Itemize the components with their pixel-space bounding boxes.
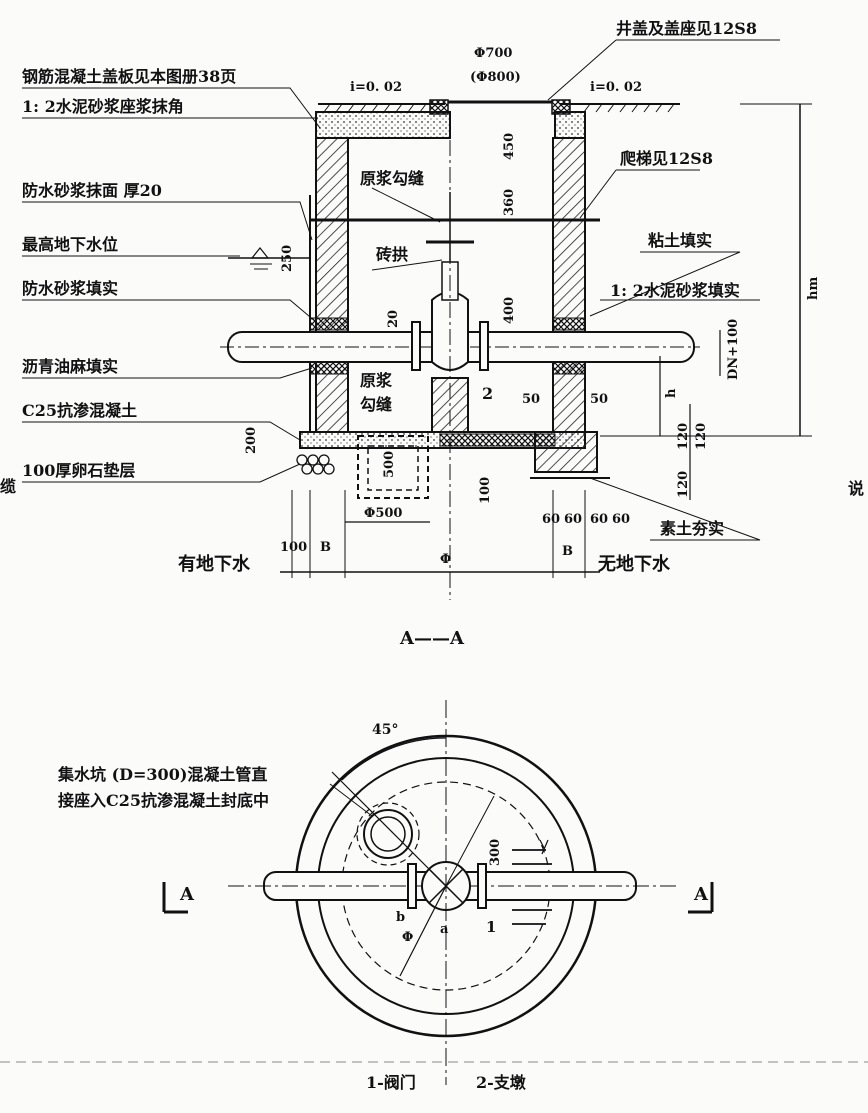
label-brick-arch: 砖拱 xyxy=(376,245,409,264)
plan-dim-300: 300 xyxy=(488,838,503,866)
dim-50-left: 50 xyxy=(522,392,541,407)
legend-support: 2-支墩 xyxy=(476,1073,526,1092)
label-clay-fill: 粘土填实 xyxy=(648,231,713,250)
label-c25-concrete: C25抗渗混凝土 xyxy=(22,401,138,420)
marker-2: 2 xyxy=(482,384,494,403)
dim-d700: Φ700 xyxy=(474,46,513,61)
edge-char-right: 说 xyxy=(848,479,865,498)
dim-360: 360 xyxy=(502,188,517,216)
dim-50-right: 50 xyxy=(590,392,609,407)
dim-d800: (Φ800) xyxy=(470,70,521,85)
plan-marker-1: 1 xyxy=(486,918,497,936)
section-view xyxy=(22,39,812,600)
cover-frame-right xyxy=(551,99,571,115)
label-joint-top: 原浆勾缝 xyxy=(360,169,425,188)
dim-100-h: 100 xyxy=(280,540,308,555)
dim-100-v: 100 xyxy=(478,476,493,504)
dim-450: 450 xyxy=(502,132,517,160)
plan-view xyxy=(162,700,714,1085)
dim-500: 500 xyxy=(382,450,397,478)
plan-angle: 45° xyxy=(372,722,399,738)
dim-b-right: B xyxy=(562,544,573,559)
label-cover-plate: 钢筋混凝土盖板见本图册38页 xyxy=(22,67,237,86)
plan-dim-a: a xyxy=(440,922,449,937)
label-waterproof-fill: 防水砂浆填实 xyxy=(22,279,119,298)
dim-200: 200 xyxy=(244,426,259,454)
label-asphalt-fill: 沥青油麻填实 xyxy=(22,357,119,376)
label-max-groundwater: 最高地下水位 xyxy=(22,235,119,254)
pebble-cushion xyxy=(296,454,335,475)
section-title: A——A xyxy=(400,628,464,649)
dim-120-c: 120 xyxy=(676,470,691,498)
leader-lines xyxy=(22,39,780,541)
right-wall xyxy=(552,137,586,433)
sump-pit xyxy=(363,809,413,859)
label-compacted-soil: 素土夯实 xyxy=(660,519,725,538)
label-manhole-cover: 井盖及盖座见12S8 xyxy=(616,19,757,38)
label-joint-bottom-1: 原浆 xyxy=(360,371,393,390)
dim-400: 400 xyxy=(502,296,517,324)
dim-b-left: B xyxy=(320,540,331,555)
label-cement-mortar-fill: 1: 2水泥砂浆填实 xyxy=(610,281,740,300)
dim-hm: hm xyxy=(806,276,821,300)
left-wall xyxy=(315,137,349,433)
sump-note-line2: 接座入C25抗渗混凝土封底中 xyxy=(58,791,270,810)
label-mortar-corner: 1: 2水泥砂浆座浆抹角 xyxy=(22,97,184,116)
dim-60-1: 60 xyxy=(542,512,561,527)
dim-60-4: 60 xyxy=(612,512,631,527)
dim-h: h xyxy=(664,388,679,398)
cover-plate-right xyxy=(554,111,586,139)
dim-60-3: 60 xyxy=(590,512,609,527)
plan-dim-phi: Φ xyxy=(402,930,414,945)
dim-phi: Φ xyxy=(440,552,452,567)
dim-slope-right: i=0. 02 xyxy=(590,80,643,95)
label-joint-bottom-2: 勾缝 xyxy=(360,395,393,414)
legend-valve: 1-阀门 xyxy=(366,1073,416,1092)
dim-dn100: DN+100 xyxy=(726,318,741,380)
section-mark-right: A xyxy=(694,884,708,905)
cover-frame-left xyxy=(429,99,449,115)
dim-250: 250 xyxy=(280,244,295,272)
edge-char-left: 缆 xyxy=(0,477,17,496)
label-waterproof-surface: 防水砂浆抹面 厚20 xyxy=(22,181,162,200)
label-with-groundwater: 有地下水 xyxy=(178,554,250,575)
dim-slope-left: i=0. 02 xyxy=(350,80,403,95)
plan-dim-b: b xyxy=(396,910,406,925)
cover-plate xyxy=(315,111,451,139)
sump-note-line1: 集水坑 (D=300)混凝土管直 xyxy=(58,765,268,784)
dim-60-2: 60 xyxy=(564,512,583,527)
label-pebble-cushion: 100厚卵石垫层 xyxy=(22,461,136,480)
dim-120-a: 120 xyxy=(676,422,691,450)
label-ladder: 爬梯见12S8 xyxy=(620,149,713,168)
label-without-groundwater: 无地下水 xyxy=(598,554,670,575)
ground-hatch-left xyxy=(323,103,427,113)
section-mark-left: A xyxy=(180,884,194,905)
ground-hatch-right xyxy=(583,103,675,113)
dim-120-b: 120 xyxy=(694,422,709,450)
dim-phi500: Φ500 xyxy=(364,506,403,521)
dim-20: 20 xyxy=(386,309,401,328)
